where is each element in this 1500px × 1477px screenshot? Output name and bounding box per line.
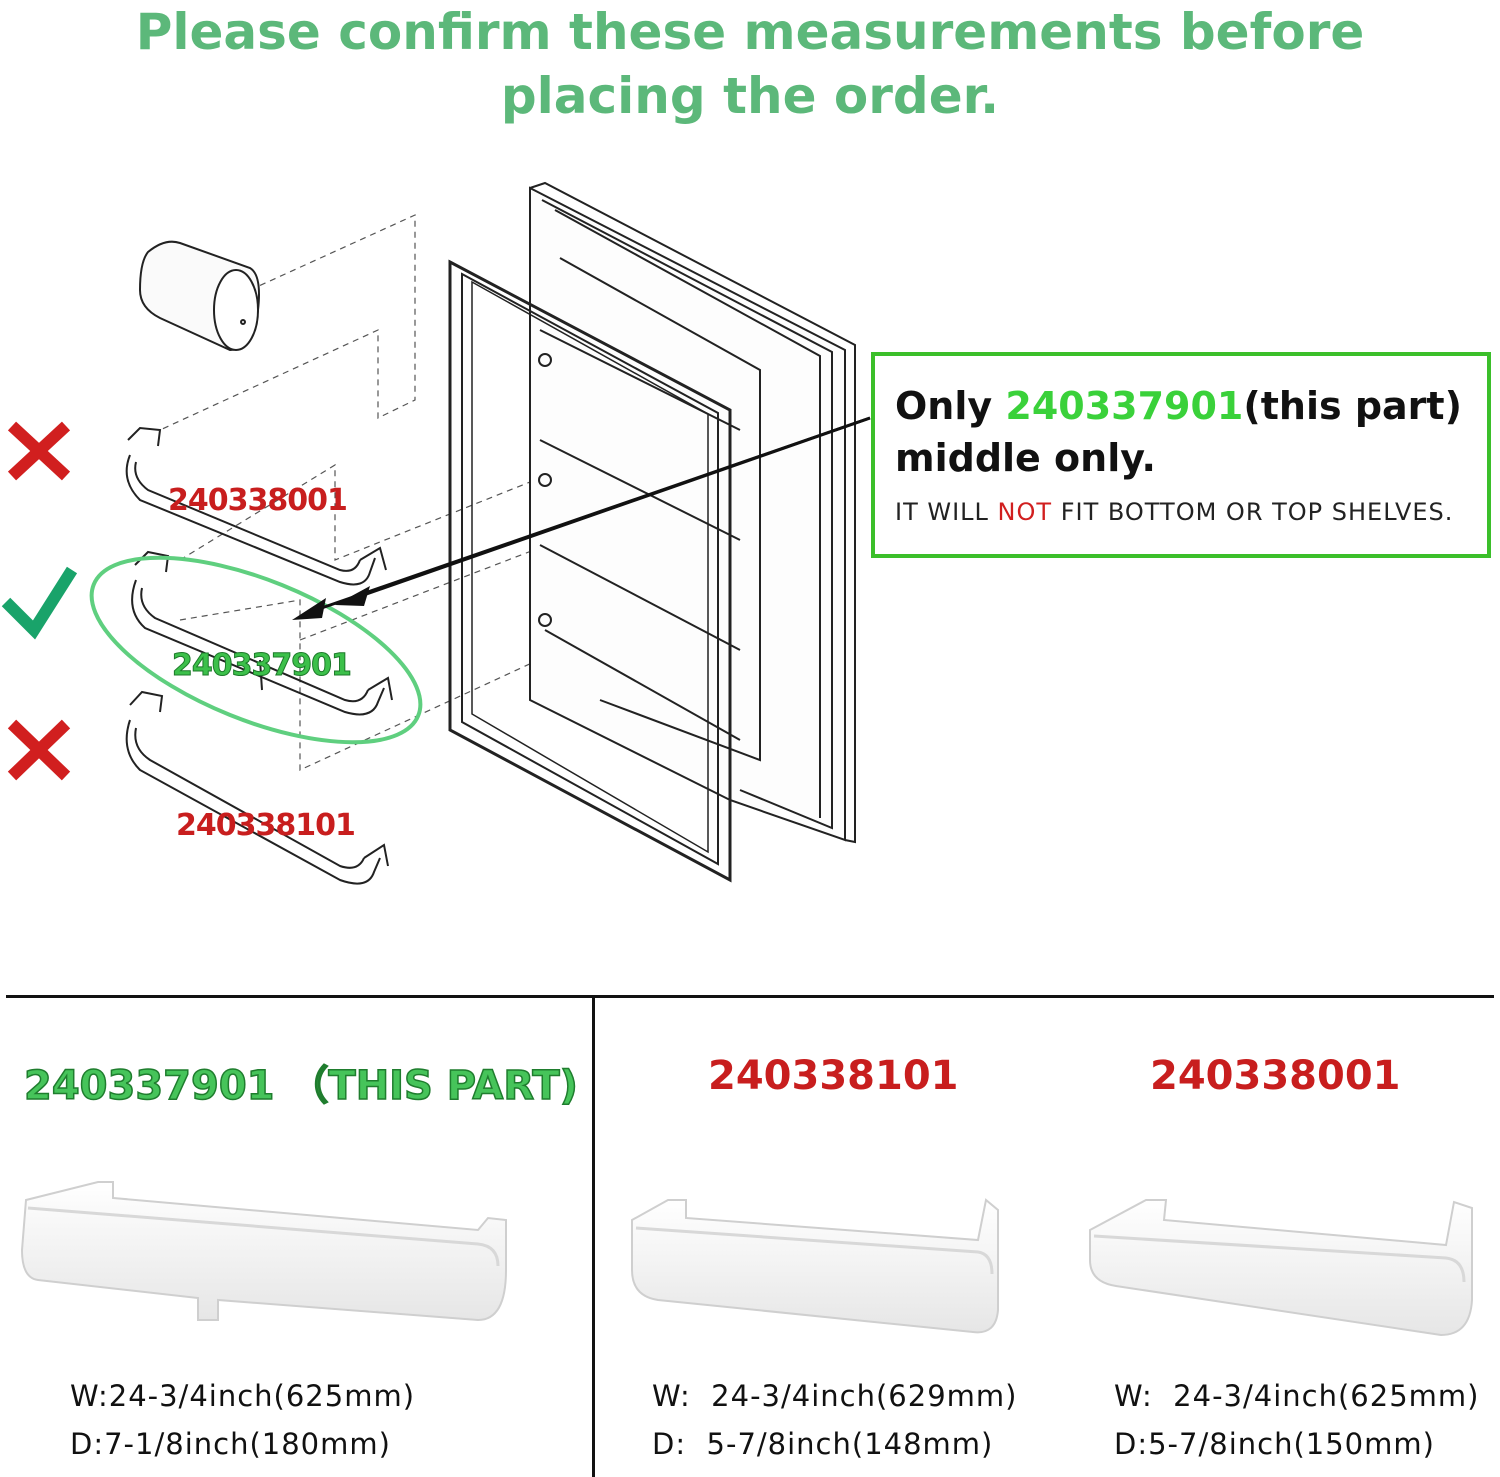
warning-pre: IT WILL bbox=[895, 498, 998, 526]
highlight-ellipse bbox=[89, 555, 423, 745]
fit-callout: Only 240337901(this part) middle only. I… bbox=[871, 352, 1491, 558]
spec-depth: D: 5-7/8inch(148mm) bbox=[652, 1427, 994, 1461]
arrow-head-2 bbox=[335, 586, 370, 606]
diagram-label-240338101: 240338101 bbox=[176, 808, 356, 843]
shelf-photo-240338001 bbox=[1089, 1199, 1473, 1337]
exploded-door-diagram bbox=[1, 181, 871, 885]
headline: Please confirm these measurements before… bbox=[0, 0, 1500, 128]
callout-line-1: Only 240337901(this part) bbox=[895, 380, 1487, 432]
check-mark bbox=[1, 566, 78, 640]
callout-part-number: 240337901 bbox=[1005, 384, 1244, 428]
headline-line-2: placing the order. bbox=[500, 67, 1000, 125]
spec-width: W:24-3/4inch(625mm) bbox=[70, 1379, 416, 1413]
spec-depth: D:5-7/8inch(150mm) bbox=[1114, 1427, 1435, 1461]
canister bbox=[138, 240, 260, 352]
callout-warning: IT WILL NOT FIT BOTTOM OR TOP SHELVES. bbox=[895, 498, 1487, 526]
headline-line-1: Please confirm these measurements before bbox=[135, 3, 1365, 61]
callout-only-text: Only bbox=[895, 384, 1006, 428]
warning-post: FIT BOTTOM OR TOP SHELVES. bbox=[1052, 498, 1454, 526]
callout-this-part: (this part) bbox=[1243, 384, 1462, 428]
x-mark-bottom bbox=[7, 719, 71, 781]
vertical-divider bbox=[592, 997, 595, 1477]
column-title-240338001: 240338001 bbox=[1150, 1053, 1401, 1099]
diagram-label-240338001: 240338001 bbox=[168, 483, 348, 518]
specs-240338001: W: 24-3/4inch(625mm) D:5-7/8inch(150mm) bbox=[1114, 1372, 1479, 1468]
spec-width: W: 24-3/4inch(629mm) bbox=[652, 1379, 1018, 1413]
column-title-240338101: 240338101 bbox=[708, 1053, 959, 1099]
spec-width: W: 24-3/4inch(625mm) bbox=[1114, 1379, 1480, 1413]
shelf-240338101 bbox=[125, 690, 389, 885]
horizontal-divider bbox=[6, 995, 1494, 998]
pointer-arrow bbox=[309, 416, 871, 614]
specs-240338101: W: 24-3/4inch(629mm) D: 5-7/8inch(148mm) bbox=[652, 1372, 1017, 1468]
door-gasket bbox=[448, 259, 732, 883]
warning-not: NOT bbox=[997, 498, 1053, 526]
arrow-head-1 bbox=[292, 598, 326, 620]
x-mark-top bbox=[7, 421, 71, 481]
door-inner-liner bbox=[529, 181, 856, 844]
column-title-this-part: 240337901 （THIS PART) bbox=[23, 1062, 578, 1110]
shelf-240338001 bbox=[125, 426, 387, 586]
spec-depth: D:7-1/8inch(180mm) bbox=[70, 1427, 391, 1461]
specs-240337901: W:24-3/4inch(625mm) D:7-1/8inch(180mm) bbox=[70, 1372, 415, 1468]
shelf-photo-240338101 bbox=[631, 1198, 999, 1334]
callout-middle-only: middle only. bbox=[895, 436, 1156, 480]
shelf-photo-240337901 bbox=[20, 1181, 507, 1322]
diagram-label-240337901: 240337901 bbox=[172, 648, 353, 684]
